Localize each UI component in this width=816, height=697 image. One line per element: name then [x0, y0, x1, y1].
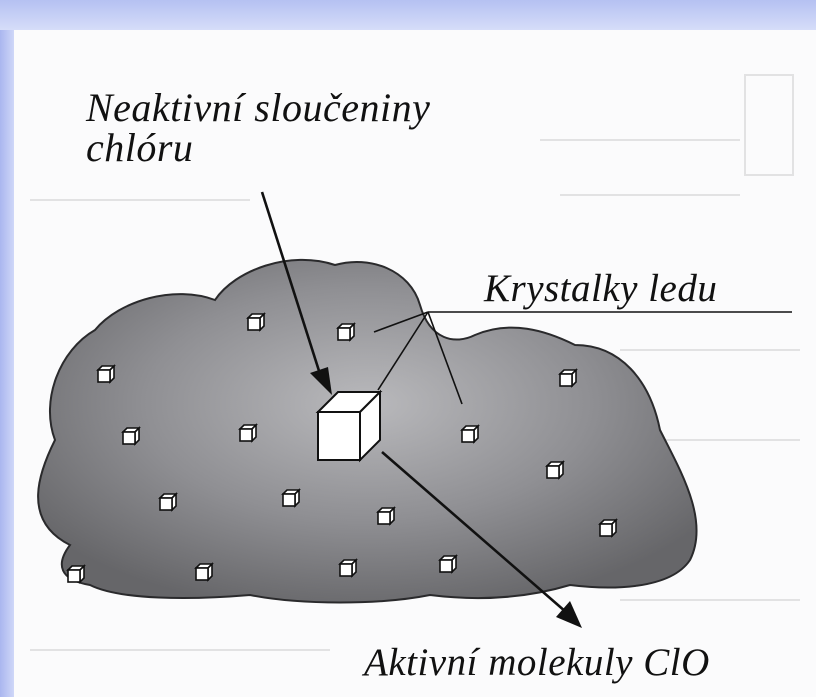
crystal-cube-icon: [440, 556, 456, 572]
crystal-cube-icon: [560, 370, 576, 386]
label-ice-crystals: Krystalky ledu: [484, 266, 717, 311]
bleed-box: [745, 75, 793, 175]
active-crystal-large-cube-icon: [318, 392, 380, 460]
crystal-cube-icon: [283, 490, 299, 506]
crystal-cube-icon: [248, 314, 264, 330]
crystal-cube-icon: [98, 366, 114, 382]
crystal-cube-icon: [378, 508, 394, 524]
crystal-cube-icon: [196, 564, 212, 580]
crystal-cube-icon: [338, 324, 354, 340]
crystal-cube-icon: [240, 425, 256, 441]
crystal-cube-icon: [600, 520, 616, 536]
crystal-cube-icon: [340, 560, 356, 576]
crystal-cube-icon: [547, 462, 563, 478]
label-active-clo: Aktivní molekuly ClO: [364, 640, 710, 685]
label-inactive-chlorine-line2: chlóru: [86, 124, 193, 171]
crystal-cube-icon: [160, 494, 176, 510]
crystal-cube-icon: [123, 428, 139, 444]
crystal-cube-icon: [462, 426, 478, 442]
crystal-cube-icon: [68, 566, 84, 582]
